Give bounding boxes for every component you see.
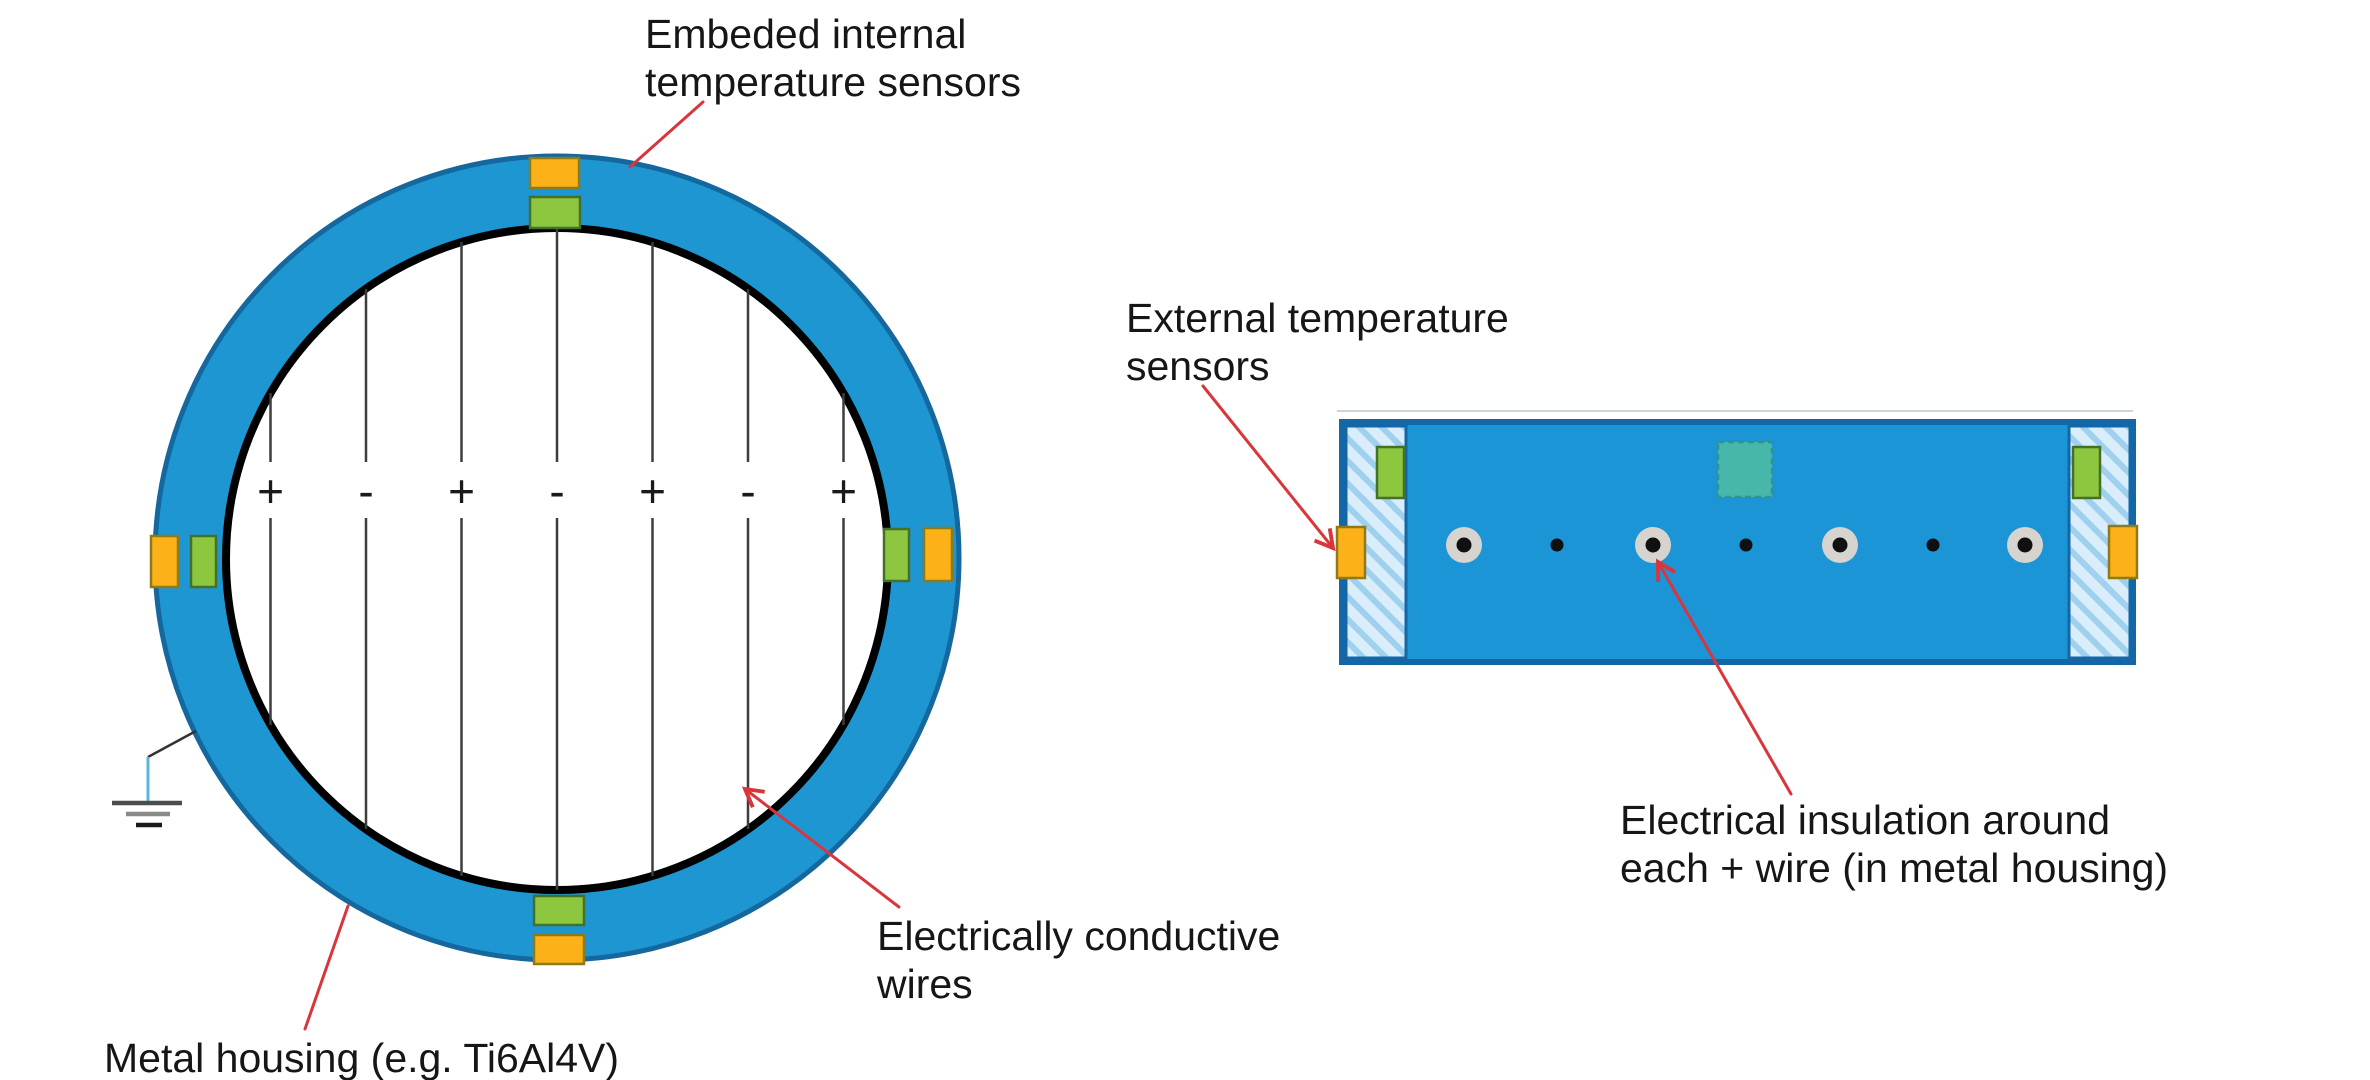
ground-lead-dark [147, 729, 197, 759]
ring-temperature-sensors [149, 156, 954, 966]
internal-sensor-green-left [1375, 445, 1406, 500]
wire-polarity-label: - [740, 465, 755, 517]
conductive-wires [269, 228, 845, 890]
wire-polarity-labels: + - + - + - + [257, 465, 857, 517]
internal-sensor-green-right [2071, 445, 2102, 500]
external-sensor-orange-right [2107, 524, 2139, 580]
annotation-arrows [303, 100, 1793, 1031]
external-sensor-orange-right [922, 526, 954, 583]
internal-sensor-green-bottom [532, 894, 586, 927]
external-sensor-orange-left [1335, 525, 1367, 580]
wire-polarity-label: + [448, 465, 475, 517]
internal-sensor-green-right [882, 527, 911, 583]
embedded-sensor-teal [1716, 440, 1774, 499]
label-metal-housing: Metal housing (e.g. Ti6Al4V) [104, 1035, 620, 1080]
label-embedded-internal-sensors: Embeded internal temperature sensors [645, 11, 1022, 105]
insulation-arrow [1656, 558, 1793, 796]
internal-sensor-green-left [189, 534, 218, 589]
minus-wire-dot [1739, 538, 1753, 552]
minus-wire-dot [1550, 538, 1564, 552]
wire-polarity-label: + [830, 465, 857, 517]
metal-housing-pointer [303, 904, 350, 1031]
label-conductive-wires: Electrically conductive wires [877, 913, 1281, 1007]
external-sensors-arrow [1201, 384, 1336, 552]
wire-polarity-label: + [639, 465, 666, 517]
conductive-wires-arrow [741, 786, 901, 909]
wire-polarity-label: - [549, 465, 564, 517]
external-sensor-orange-left [149, 534, 180, 589]
internal-sensor-green-top [528, 195, 582, 230]
wire-polarity-label: - [358, 465, 373, 517]
wire-cross-sections [1446, 527, 2043, 563]
label-insulation: Electrical insulation around each + wire… [1620, 797, 2169, 891]
external-sensor-orange-bottom [532, 933, 586, 966]
label-external-sensors: External temperature sensors [1126, 295, 1509, 389]
ground-symbol [112, 729, 197, 828]
plus-wire-dot [2017, 537, 2033, 553]
minus-wire-dot [1926, 538, 1940, 552]
embedded-sensors-pointer [628, 100, 705, 169]
side-view [1335, 410, 2139, 665]
cross-section-view: + - + - + - + [112, 153, 962, 966]
plus-wire-dot [1645, 537, 1661, 553]
plus-wire-dot [1456, 537, 1472, 553]
wire-polarity-label: + [257, 465, 284, 517]
plus-wire-dot [1832, 537, 1848, 553]
external-sensor-orange-top [528, 156, 581, 190]
